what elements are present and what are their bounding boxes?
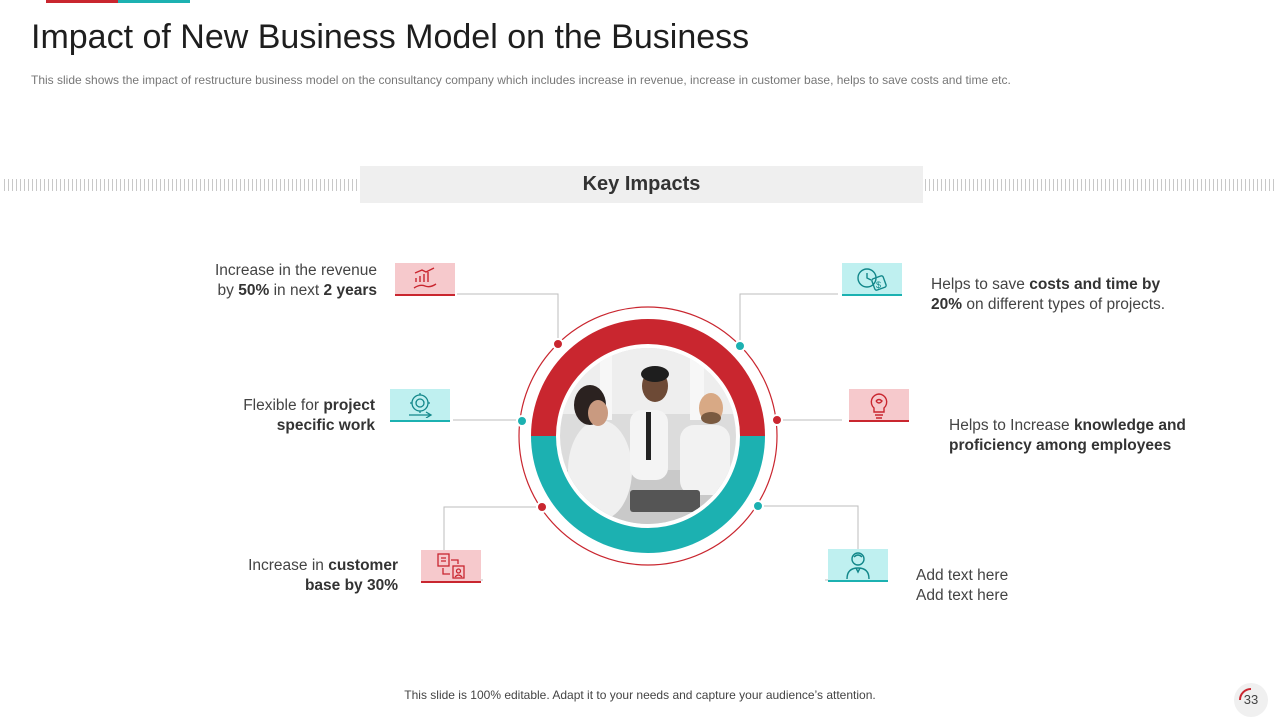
svg-text:$: $	[876, 280, 881, 290]
section-header: Key Impacts	[360, 166, 923, 203]
lightbulb-icon	[849, 389, 909, 422]
impact-revenue-text: Increase in the revenue by 50% in next 2…	[215, 262, 377, 299]
dot-knowledge	[771, 414, 783, 426]
impact-customer-text: Increase in customer base by 30%	[248, 557, 398, 594]
dot-costs	[734, 340, 746, 352]
page-title: Impact of New Business Model on the Busi…	[31, 18, 750, 56]
impact-placeholder-text: Add text here Add text here	[916, 567, 1009, 604]
employee-icon	[828, 549, 888, 582]
dot-placeholder	[752, 500, 764, 512]
page-number: 33	[1234, 683, 1268, 717]
hatch-divider-right	[925, 179, 1277, 191]
accent-bar-teal	[118, 0, 190, 3]
gear-dollar-icon	[390, 389, 450, 422]
revenue-growth-icon	[395, 263, 455, 296]
dot-customer	[536, 501, 548, 513]
impact-knowledge-text: Helps to Increase knowledge and proficie…	[949, 417, 1186, 454]
accent-bar-red	[46, 0, 118, 3]
dot-flexible	[516, 415, 528, 427]
impact-flexible-text: Flexible for project specific work	[243, 397, 375, 434]
impact-costs-text: Helps to save costs and time by 20% on d…	[931, 276, 1166, 313]
hatch-divider-left	[4, 179, 358, 191]
page-subtitle: This slide shows the impact of restructu…	[31, 73, 1011, 87]
footer-note: This slide is 100% editable. Adapt it to…	[404, 688, 876, 702]
time-money-icon: $	[842, 263, 902, 296]
dot-revenue	[552, 338, 564, 350]
page-arc-icon	[1239, 688, 1252, 701]
customer-base-icon	[421, 550, 481, 583]
